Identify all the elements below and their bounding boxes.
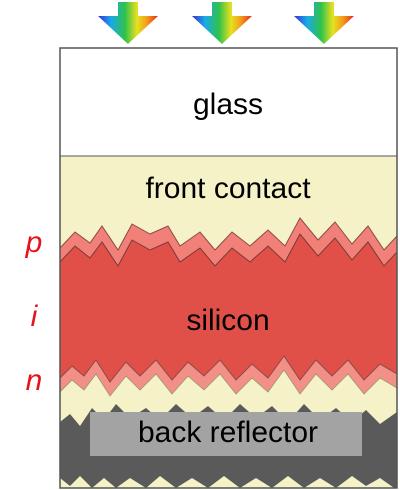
cell-outline: [59, 47, 398, 489]
silicon-label: silicon: [186, 304, 269, 337]
back-reflector-label: back reflector: [138, 416, 318, 449]
rainbow-down-arrow-icon: [294, 2, 354, 44]
incoming-light-arrows: [98, 2, 354, 44]
back-reflector-panel: [90, 412, 362, 456]
glass-layer: [60, 48, 397, 156]
n-junction-label: n: [26, 364, 43, 397]
glass-label: glass: [193, 88, 263, 121]
p-junction-label: p: [25, 226, 43, 259]
i-junction-label: i: [31, 300, 39, 333]
rainbow-down-arrow-icon: [192, 2, 252, 44]
front-contact-label: front contact: [145, 172, 311, 205]
rainbow-down-arrow-icon: [98, 2, 158, 44]
